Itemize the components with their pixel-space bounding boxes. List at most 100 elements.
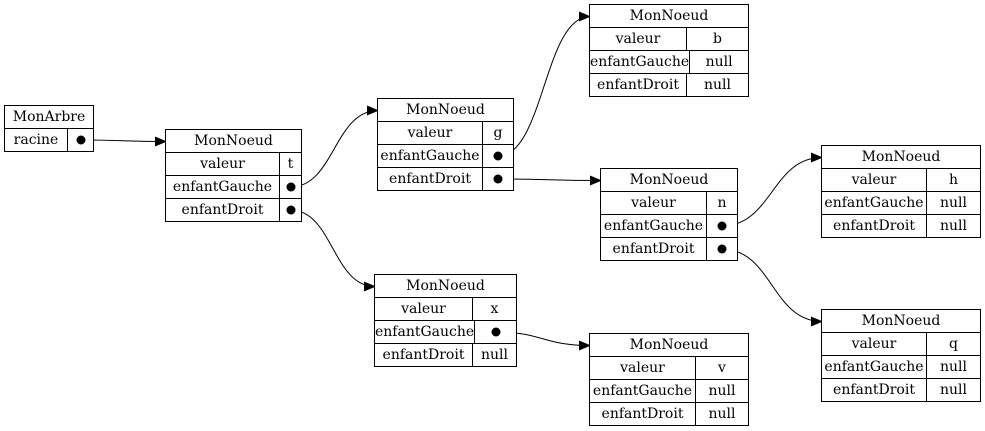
field-value: x <box>490 301 499 317</box>
field-label: enfantGauche <box>378 145 483 167</box>
field-label: racine <box>5 129 68 151</box>
node-title: MonNoeud <box>378 99 513 122</box>
pointer-dot-icon <box>717 244 727 254</box>
node-title: MonNoeud <box>590 5 748 28</box>
pointer-cell <box>475 321 516 343</box>
pointer-dot-icon <box>493 151 503 161</box>
pointer-cell <box>483 168 513 190</box>
node-title: MonNoeud <box>601 169 737 192</box>
field-value: h <box>948 172 959 188</box>
field-label: enfantDroit <box>590 74 687 96</box>
field-row: enfantGauche <box>601 215 737 238</box>
field-row: enfantDroit <box>166 199 301 221</box>
edge-n_t-to-n_x <box>290 209 376 292</box>
field-row: enfantDroit <box>601 238 737 260</box>
field-row: enfantGauche null <box>590 380 748 403</box>
field-label: enfantGauche <box>375 321 476 343</box>
field-value: null <box>708 406 736 422</box>
field-row: enfantDroit <box>378 168 513 190</box>
field-row: enfantDroit null <box>822 215 980 237</box>
field-row: enfantDroit null <box>590 403 748 425</box>
field-label: valeur <box>601 192 707 214</box>
field-label: enfantDroit <box>375 344 473 366</box>
field-label: valeur <box>590 357 696 379</box>
field-label: valeur <box>822 333 927 355</box>
pointer-cell <box>280 199 301 221</box>
field-label: enfantGauche <box>590 380 696 402</box>
field-label: enfantGauche <box>601 215 707 237</box>
pointer-cell <box>707 215 737 237</box>
field-label: enfantDroit <box>166 199 280 221</box>
pointer-cell <box>280 176 301 198</box>
node-title: MonArbre <box>5 106 93 129</box>
node-title: MonNoeud <box>822 310 980 333</box>
field-value: null <box>940 359 967 375</box>
field-value: g <box>493 125 503 141</box>
field-label: enfantDroit <box>378 168 483 190</box>
pointer-cell <box>707 238 737 260</box>
field-label: valeur <box>590 28 687 50</box>
field-row: racine <box>5 129 93 151</box>
field-row: enfantGauche <box>375 321 516 344</box>
field-label: valeur <box>822 169 927 191</box>
node-title: MonNoeud <box>822 146 980 169</box>
field-value: v <box>718 360 726 376</box>
field-label: valeur <box>375 298 473 320</box>
field-row: enfantDroit null <box>375 344 516 366</box>
field-value: q <box>949 336 958 352</box>
field-row: valeur q <box>822 333 980 356</box>
field-value: b <box>713 31 722 47</box>
field-label: enfantGauche <box>590 51 691 73</box>
pointer-cell <box>68 129 93 151</box>
field-label: enfantDroit <box>590 403 696 425</box>
pointer-dot-icon <box>286 182 295 192</box>
field-value: null <box>481 347 508 363</box>
pointer-cell <box>483 145 513 167</box>
field-value: null <box>940 218 967 234</box>
field-label: enfantDroit <box>822 215 927 237</box>
field-row: enfantGauche <box>378 145 513 168</box>
field-label: enfantDroit <box>822 379 927 401</box>
field-value: null <box>940 195 967 211</box>
field-row: enfantGauche null <box>590 51 748 74</box>
field-label: enfantGauche <box>822 356 927 378</box>
field-label: valeur <box>166 153 280 175</box>
field-row: enfantGauche <box>166 176 301 199</box>
field-value: n <box>717 195 727 211</box>
field-row: enfantDroit null <box>822 379 980 401</box>
pointer-dot-icon <box>493 174 503 184</box>
field-value: t <box>287 156 294 172</box>
pointer-dot-icon <box>286 205 295 215</box>
field-value: null <box>704 77 731 93</box>
field-value: null <box>705 54 733 70</box>
edge-n_t-to-n_g <box>290 105 379 188</box>
field-row: enfantDroit null <box>590 74 748 96</box>
node-title: MonNoeud <box>166 130 301 153</box>
node-title: MonNoeud <box>375 275 516 298</box>
field-value: null <box>708 383 736 399</box>
field-label: valeur <box>378 122 483 144</box>
pointer-dot-icon <box>491 327 501 337</box>
pointer-dot-icon <box>717 221 727 231</box>
field-value: null <box>940 382 967 398</box>
node-title: MonNoeud <box>590 334 748 357</box>
pointer-dot-icon <box>76 135 85 145</box>
field-label: enfantDroit <box>601 238 707 260</box>
field-row: valeur b <box>590 28 748 51</box>
field-row: enfantGauche null <box>822 356 980 379</box>
field-row: valeur x <box>375 298 516 321</box>
